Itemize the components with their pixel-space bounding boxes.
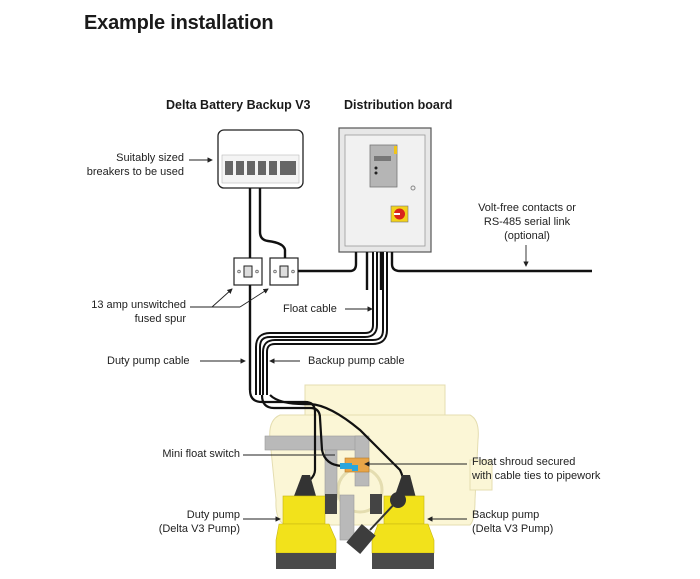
duty-pump-label: Duty pump (Delta V3 Pump) [158, 509, 240, 535]
float-shroud-label: Float shroud secured with cable ties to … [472, 456, 601, 482]
fused-spur-label: 13 amp unswitched fused spur [91, 299, 186, 325]
isolator-switch-icon [390, 205, 409, 223]
duty-pump-cable-label: Duty pump cable [107, 355, 190, 367]
page-title: Example installation [84, 12, 274, 34]
controller-panel [369, 144, 398, 188]
distribution-board [338, 127, 432, 253]
float-shroud [340, 457, 370, 473]
battery-backup-heading: Delta Battery Backup V3 [166, 98, 311, 112]
board-cables [344, 252, 592, 290]
breakers [225, 161, 296, 175]
battery-backup-unit [217, 129, 304, 189]
mini-float-switch-label: Mini float switch [162, 448, 240, 460]
fused-spur-backup [269, 257, 299, 286]
leader-lines [189, 157, 529, 522]
float-cable [255, 252, 388, 395]
backup-pump-cable-label: Backup pump cable [308, 355, 405, 367]
volt-free-label: Volt-free contacts or RS-485 serial link… [478, 202, 576, 242]
supply-cables [248, 188, 344, 273]
backup-pump [346, 475, 435, 569]
fused-spur-backup-leader [239, 288, 269, 308]
backup-pump-label: Backup pump (Delta V3 Pump) [472, 509, 554, 535]
fused-spur-duty-leader [211, 288, 233, 308]
duty-pump [275, 475, 337, 569]
breakers-label: Suitably sized breakers to be used [86, 152, 184, 178]
distribution-board-heading: Distribution board [344, 98, 453, 112]
float-cable-label: Float cable [283, 303, 337, 315]
fused-spur-duty [233, 257, 263, 286]
